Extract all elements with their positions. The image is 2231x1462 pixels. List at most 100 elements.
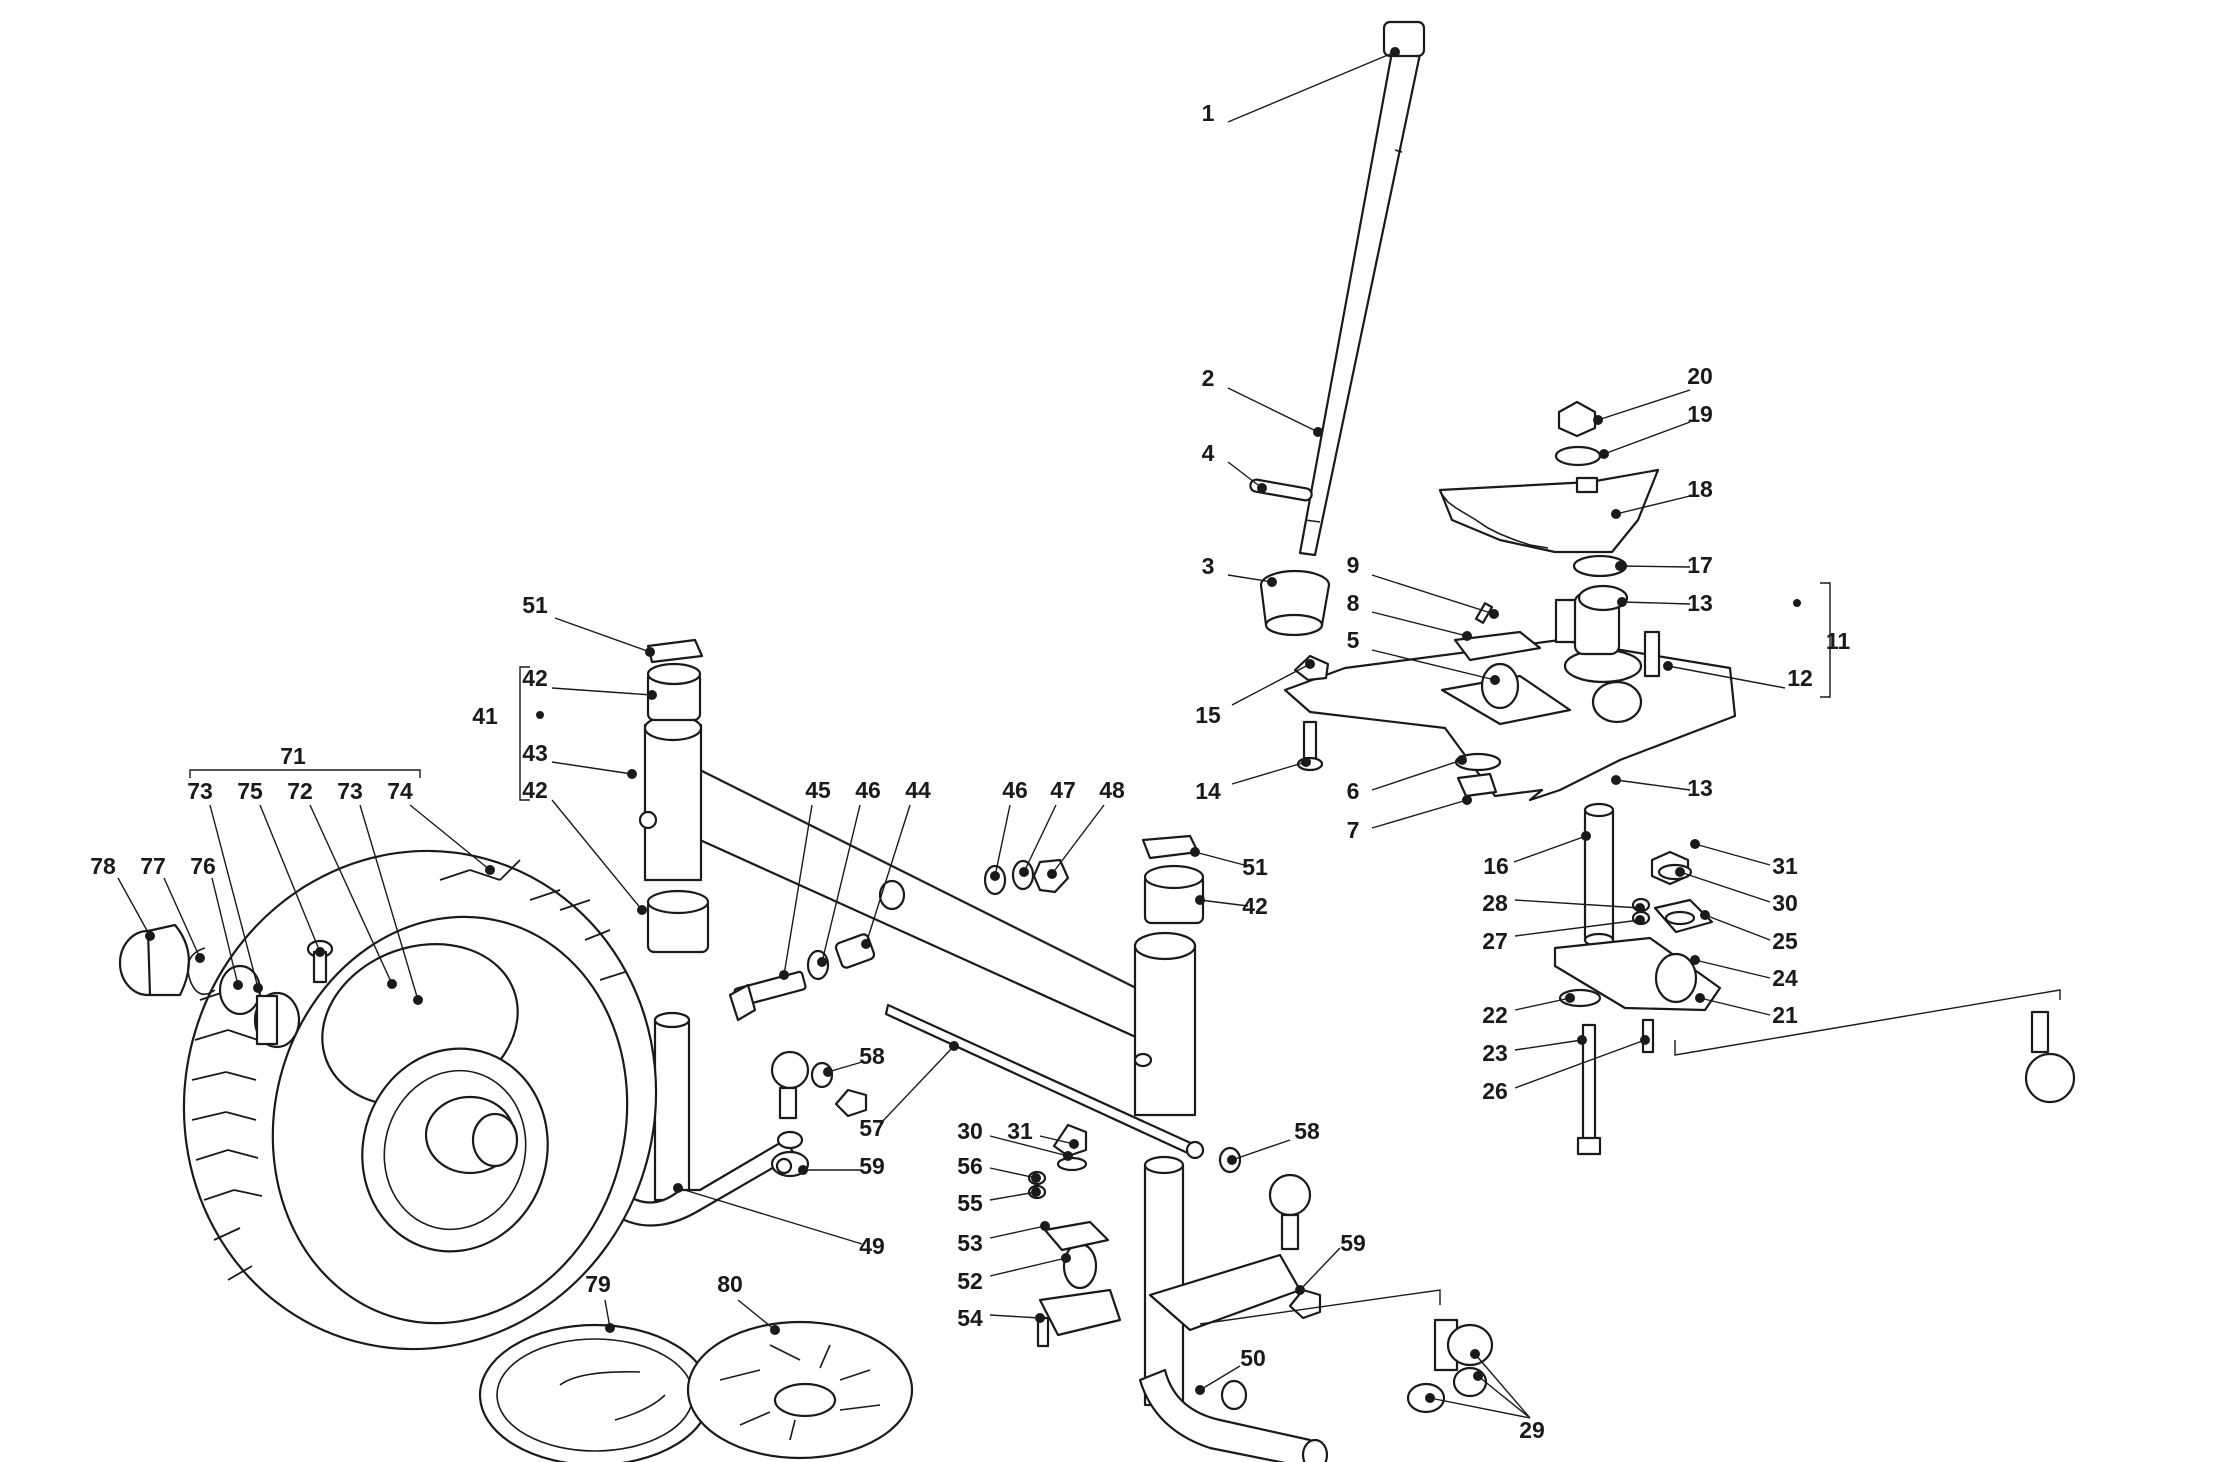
leader-line	[551, 761, 633, 775]
pitman-arm	[1553, 850, 1722, 1012]
leader-line	[677, 1187, 863, 1245]
callout-12: 12	[1787, 665, 1813, 691]
leader-line	[211, 877, 239, 986]
leader-dot	[145, 931, 155, 941]
callout-31: 31	[1007, 1118, 1033, 1144]
leader-dot	[485, 865, 495, 875]
leader-line	[994, 804, 1011, 877]
leader-dot	[1190, 847, 1200, 857]
callout-48: 48	[1099, 777, 1125, 803]
callout-6: 6	[1347, 778, 1360, 804]
callout-51: 51	[522, 592, 548, 618]
leader-dot	[1301, 757, 1311, 767]
bracket-11	[1820, 582, 1831, 698]
leader-dot	[1489, 609, 1499, 619]
leader-line	[1231, 663, 1311, 706]
callout-25: 25	[1772, 928, 1798, 954]
leader-line	[1699, 997, 1771, 1016]
callout-58: 58	[859, 1043, 885, 1069]
leader-line	[117, 877, 151, 937]
callout-73: 73	[187, 778, 213, 804]
leader-line	[1603, 421, 1691, 455]
leader-line	[1371, 799, 1468, 829]
callout-53: 53	[957, 1230, 983, 1256]
callout-13: 13	[1687, 590, 1713, 616]
callout-9: 9	[1347, 552, 1360, 578]
leader-dot	[1635, 903, 1645, 913]
leader-dot	[1457, 755, 1467, 765]
callout-20: 20	[1687, 363, 1713, 389]
leader-dot	[1227, 1155, 1237, 1165]
hub-cap	[686, 1320, 914, 1460]
callout-54: 54	[957, 1305, 983, 1331]
callout-27: 27	[1482, 928, 1508, 954]
leader-dot	[387, 979, 397, 989]
callout-80: 80	[717, 1271, 743, 1297]
callout-56: 56	[957, 1153, 983, 1179]
callout-42: 42	[522, 665, 548, 691]
leader-line	[1694, 959, 1771, 979]
callout-74: 74	[387, 778, 413, 804]
leader-dot	[1462, 795, 1472, 805]
callout-79: 79	[585, 1271, 611, 1297]
left-spindle	[537, 1011, 810, 1227]
leader-line	[259, 804, 321, 953]
hub-ring	[478, 1323, 712, 1462]
callout-51: 51	[1242, 854, 1268, 880]
leader-line	[1679, 871, 1771, 903]
leader-dot	[1695, 993, 1705, 1003]
leader-line	[163, 877, 201, 959]
leader-dot	[1635, 915, 1645, 925]
leader-dot	[1675, 867, 1685, 877]
leader-dot	[1390, 47, 1400, 57]
leader-dot	[798, 1165, 808, 1175]
bracket-41	[519, 666, 530, 801]
leader-dot	[1690, 839, 1700, 849]
leader-line	[1227, 51, 1396, 123]
callout-4: 4	[1202, 440, 1215, 466]
callout-16: 16	[1483, 853, 1509, 879]
leader-line	[989, 1191, 1037, 1201]
leader-line	[1371, 759, 1463, 791]
callout-26: 26	[1482, 1078, 1508, 1104]
leader-dot	[949, 1041, 959, 1051]
leader-line	[1694, 843, 1771, 866]
leader-line	[209, 804, 259, 989]
leader-dot	[645, 647, 655, 657]
callout-71: 71	[280, 743, 306, 769]
leader-line	[783, 804, 813, 976]
callout-58: 58	[1294, 1118, 1320, 1144]
leader-dot	[627, 769, 637, 779]
leader-dot	[1305, 659, 1315, 669]
leader-dot	[1295, 1285, 1305, 1295]
leader-line	[1514, 1039, 1583, 1051]
leader-dot	[1257, 483, 1267, 493]
leader-dot	[1581, 831, 1591, 841]
wheel-hub-parts	[118, 923, 334, 1049]
leader-line	[1704, 914, 1771, 941]
leader-line	[1514, 1039, 1646, 1089]
callout-59: 59	[1340, 1230, 1366, 1256]
leader-dot	[1640, 1035, 1650, 1045]
callout-44: 44	[905, 777, 931, 803]
tie-rod	[884, 1003, 1205, 1160]
lower-shaft	[1583, 802, 1615, 948]
leader-dot	[1069, 1139, 1079, 1149]
leader-line	[1231, 761, 1307, 785]
callout-42: 42	[1242, 893, 1268, 919]
leader-line	[1474, 1353, 1531, 1419]
callout-2: 2	[1202, 365, 1215, 391]
leader-line	[865, 804, 911, 945]
leader-line	[554, 617, 651, 653]
callout-59: 59	[859, 1153, 885, 1179]
front-wheel	[182, 849, 658, 1351]
callout-49: 49	[859, 1233, 885, 1259]
leader-dot	[253, 983, 263, 993]
bracket-21	[1674, 989, 2061, 1056]
leader-dot	[1577, 1035, 1587, 1045]
leader-line	[1514, 997, 1571, 1011]
callout-15: 15	[1195, 702, 1221, 728]
callout-17: 17	[1687, 552, 1713, 578]
pitman-link-left	[1027, 1123, 1122, 1348]
